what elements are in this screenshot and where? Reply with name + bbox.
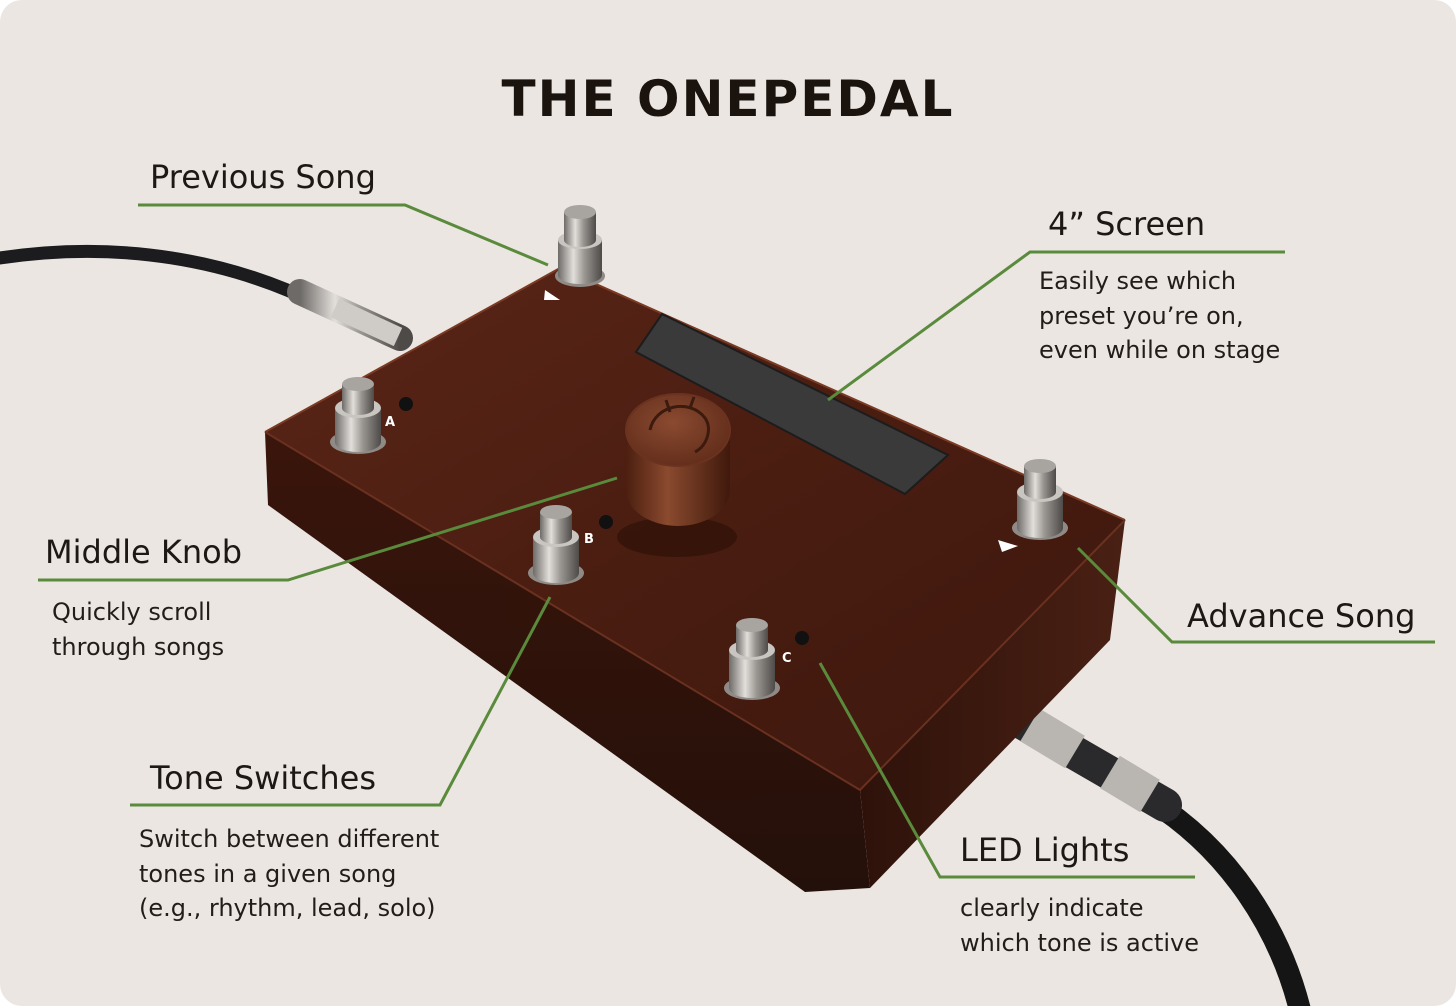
cougar-logo-icon	[648, 396, 710, 454]
leader-screen	[827, 250, 1285, 402]
led-a-icon	[399, 397, 413, 411]
footswitch-advance	[998, 459, 1068, 552]
tone-switches-description: Switch between different tones in a give…	[139, 825, 440, 922]
advance-song-heading: Advance Song	[1187, 597, 1416, 635]
leader-led-lights	[818, 662, 1195, 879]
led-c-icon	[795, 631, 809, 645]
leader-middle-knob	[38, 476, 618, 582]
footswitch-b	[528, 505, 613, 585]
led-lights-description: clearly indicate which tone is active	[960, 894, 1199, 957]
tone-switches-heading: Tone Switches	[150, 759, 376, 797]
middle-knob	[617, 393, 737, 557]
leader-advance-song	[1076, 546, 1435, 644]
led-lights-heading: LED Lights	[960, 831, 1130, 869]
screen-heading: 4” Screen	[1048, 205, 1206, 243]
leader-previous-song	[138, 203, 549, 267]
switch-letter-b: B	[584, 532, 594, 547]
footswitch-c	[724, 618, 809, 700]
led-b-icon	[599, 515, 613, 529]
footswitch-a	[330, 377, 413, 454]
left-cable	[0, 244, 413, 351]
middle-knob-description: Quickly scroll through songs	[52, 598, 225, 661]
middle-knob-heading: Middle Knob	[45, 533, 243, 571]
leader-lines	[38, 203, 1435, 879]
footswitch-previous	[544, 205, 605, 300]
lcd-screen	[634, 312, 950, 496]
screen-description: Easily see which preset you’re on, even …	[1039, 267, 1281, 364]
switch-letter-c: C	[782, 651, 792, 666]
previous-song-heading: Previous Song	[150, 158, 376, 196]
page-title: THE ONEPEDAL	[501, 70, 955, 128]
switch-letter-a: A	[385, 415, 395, 430]
leader-tone-switches	[130, 596, 552, 807]
